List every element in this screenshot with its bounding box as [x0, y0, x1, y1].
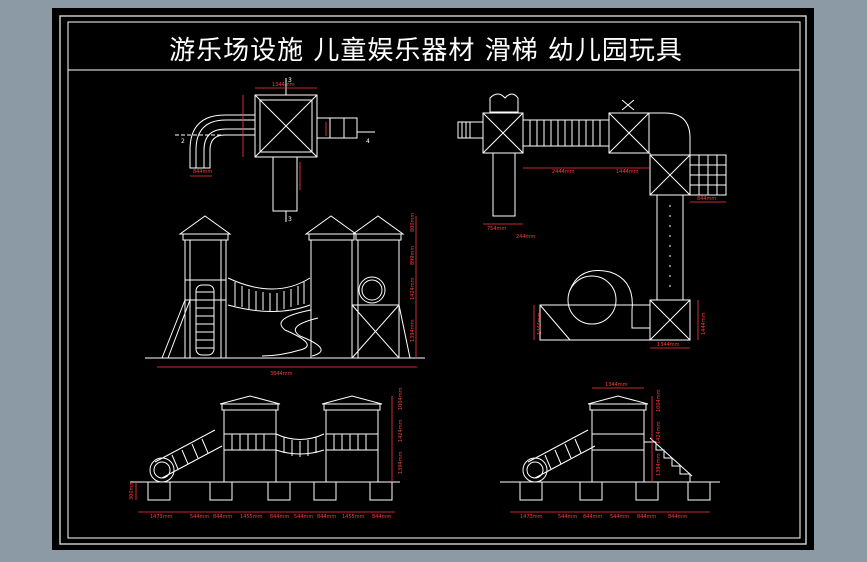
elevation-front — [145, 215, 425, 359]
dim-bl-11: 1424mm — [398, 419, 404, 442]
dim-pl-2: 844mm — [193, 169, 212, 175]
dim-bl-4: 1455mm — [240, 514, 263, 520]
plan-left — [175, 78, 375, 222]
dim-br-3: 844mm — [583, 514, 602, 520]
dim-br-6: 844mm — [668, 514, 687, 520]
dim-pl-1: 1344mm — [272, 82, 295, 88]
dim-pr-7: 1444mm — [701, 312, 707, 335]
elevation-front-dims: 3844mm 800mm 899mm 1424mm 1394mm — [157, 213, 417, 377]
elevation-bottom-left-dims: 1473mm 544mm 844mm 1455mm 844mm 544mm 84… — [129, 387, 404, 520]
dim-br-9: 1394mm — [656, 453, 662, 476]
outer-frame — [59, 15, 807, 545]
dim-br-0: 1344mm — [605, 382, 628, 388]
dim-pr-5: 244mm — [516, 234, 535, 240]
elevation-bottom-right — [500, 395, 720, 501]
dim-ef-1: 800mm — [410, 213, 416, 232]
dim-ef-2: 899mm — [410, 246, 416, 265]
dim-ef-4: 1394mm — [410, 319, 416, 342]
dim-br-1: 1473mm — [520, 514, 543, 520]
elevation-bottom-left — [130, 395, 400, 501]
dim-bl-6: 544mm — [294, 514, 313, 520]
plan-right-dims: 2444mm 1444mm 844mm 754mm 244mm 1344mm 1… — [483, 167, 726, 349]
drawing-sheet — [52, 8, 814, 550]
marker-2: 2 — [181, 138, 185, 145]
dim-bl-5: 844mm — [270, 514, 289, 520]
dim-pr-4: 754mm — [487, 226, 506, 232]
marker-3-bottom: 3 — [288, 216, 292, 223]
inner-frame — [67, 21, 801, 539]
dim-bl-9: 844mm — [372, 514, 391, 520]
dim-bl-2: 544mm — [190, 514, 209, 520]
dim-bl-1: 1473mm — [150, 514, 173, 520]
dim-br-2: 544mm — [558, 514, 577, 520]
dim-pr-1: 2444mm — [552, 169, 575, 175]
windmill-icon — [621, 99, 635, 111]
dim-br-5: 844mm — [637, 514, 656, 520]
dim-bl-3: 844mm — [213, 514, 232, 520]
curved-slide-plan — [189, 114, 255, 169]
dim-pr-6: 1344mm — [657, 342, 680, 348]
elevation-bottom-right-dims: 1344mm 1473mm 544mm 844mm 544mm 844mm 84… — [510, 382, 710, 520]
dim-bl-12: 1394mm — [398, 451, 404, 474]
plan-right — [457, 93, 727, 341]
dim-br-7: 1004mm — [656, 389, 662, 412]
dim-pr-2: 1444mm — [616, 169, 639, 175]
dim-bl-8: 1455mm — [342, 514, 365, 520]
marker-4: 4 — [366, 138, 370, 145]
marker-3-top: 3 — [288, 77, 292, 84]
dim-bl-10: 1004mm — [398, 387, 404, 410]
dim-br-4: 544mm — [610, 514, 629, 520]
crown-icon — [489, 93, 519, 113]
drawing-title: 游乐场设施 儿童娱乐器材 滑梯 幼儿园玩具 — [169, 35, 683, 66]
dim-br-8: 1424mm — [656, 421, 662, 444]
dim-pr-8: 1444mm — [537, 312, 543, 335]
dim-pr-3: 844mm — [697, 196, 716, 202]
dim-bl-13: 300mm — [129, 481, 135, 500]
plan-left-dims: 1344mm 844mm 2 4 3 3 — [181, 77, 370, 223]
dim-bl-7: 844mm — [317, 514, 336, 520]
dim-ef-total: 3844mm — [270, 371, 293, 377]
dim-ef-3: 1424mm — [410, 277, 416, 300]
